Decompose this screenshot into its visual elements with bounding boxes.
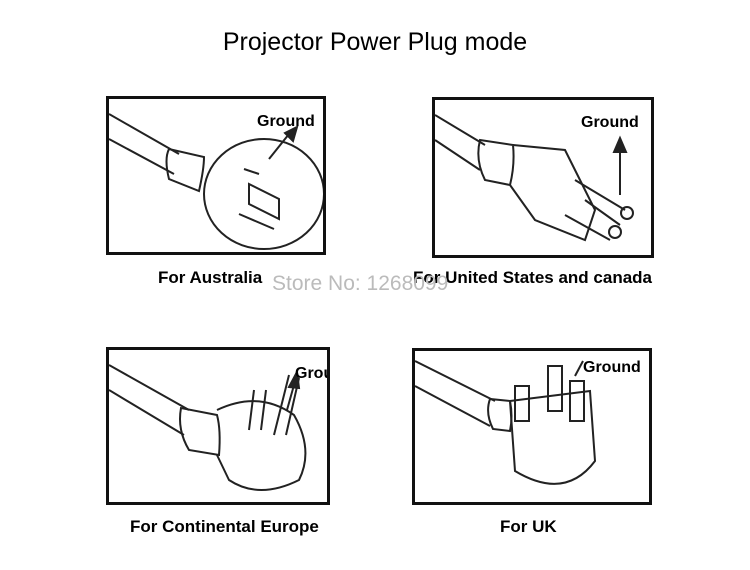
plug-panel-us: Ground bbox=[432, 97, 654, 258]
us-plug-drawing bbox=[435, 114, 634, 242]
caption-uk: For UK bbox=[500, 517, 557, 536]
ground-label: Ground bbox=[257, 113, 315, 130]
ground-label: Ground bbox=[295, 365, 327, 382]
plug-panel-europe: Ground bbox=[106, 347, 330, 505]
australia-plug-drawing bbox=[109, 113, 323, 250]
page-title: Projector Power Plug mode bbox=[222, 28, 528, 56]
ground-label: Ground bbox=[581, 114, 639, 131]
caption-us-canada: For United States and canada bbox=[413, 268, 652, 287]
plug-panel-uk: Ground bbox=[412, 348, 652, 505]
ground-label: Ground bbox=[583, 359, 641, 376]
store-watermark: Store No: 1268099 bbox=[272, 272, 449, 295]
caption-australia: For Australia bbox=[158, 268, 263, 287]
caption-europe: For Continental Europe bbox=[130, 517, 319, 536]
uk-plug-drawing bbox=[415, 360, 597, 485]
europe-plug-drawing bbox=[109, 364, 307, 491]
plug-panel-australia: Ground bbox=[106, 96, 326, 255]
